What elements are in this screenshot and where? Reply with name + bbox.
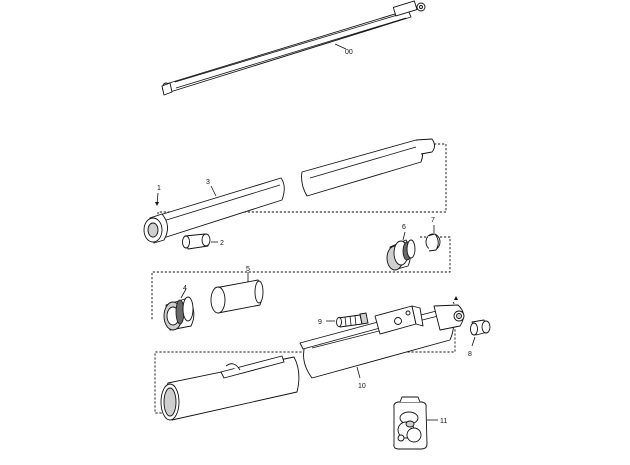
callout-5: 5 xyxy=(246,266,250,273)
callout-3: 3 xyxy=(206,179,210,186)
rod-eye-bushing-1[interactable]: 1 xyxy=(143,185,168,244)
callout-9: 9 xyxy=(318,319,322,326)
barrel-10[interactable]: 10 xyxy=(160,296,465,421)
callout-4: 4 xyxy=(183,285,187,292)
callout-1: 1 xyxy=(157,185,161,192)
gland-6[interactable]: 6 xyxy=(386,224,416,271)
piston-4[interactable]: 4 xyxy=(163,285,195,331)
fitting-9[interactable]: 9 xyxy=(318,312,369,328)
piston-rod-3[interactable]: 3 xyxy=(149,138,435,241)
callout-10: 10 xyxy=(358,383,366,390)
bushing-8[interactable]: 8 xyxy=(468,319,491,358)
callout-6: 6 xyxy=(402,224,406,231)
cylinder-assembly-00[interactable]: 00 xyxy=(161,0,426,96)
bushing-2[interactable]: 2 xyxy=(182,233,225,250)
callout-00: 00 xyxy=(345,49,353,56)
seal-kit-11[interactable]: 11 xyxy=(393,396,448,450)
callout-11: 11 xyxy=(440,418,447,425)
callout-2: 2 xyxy=(220,240,224,247)
wiper-seal-7[interactable]: 7 xyxy=(425,217,441,252)
spacer-tube-5[interactable]: 5 xyxy=(210,266,264,314)
callout-8: 8 xyxy=(468,351,472,358)
callout-7: 7 xyxy=(431,217,435,224)
